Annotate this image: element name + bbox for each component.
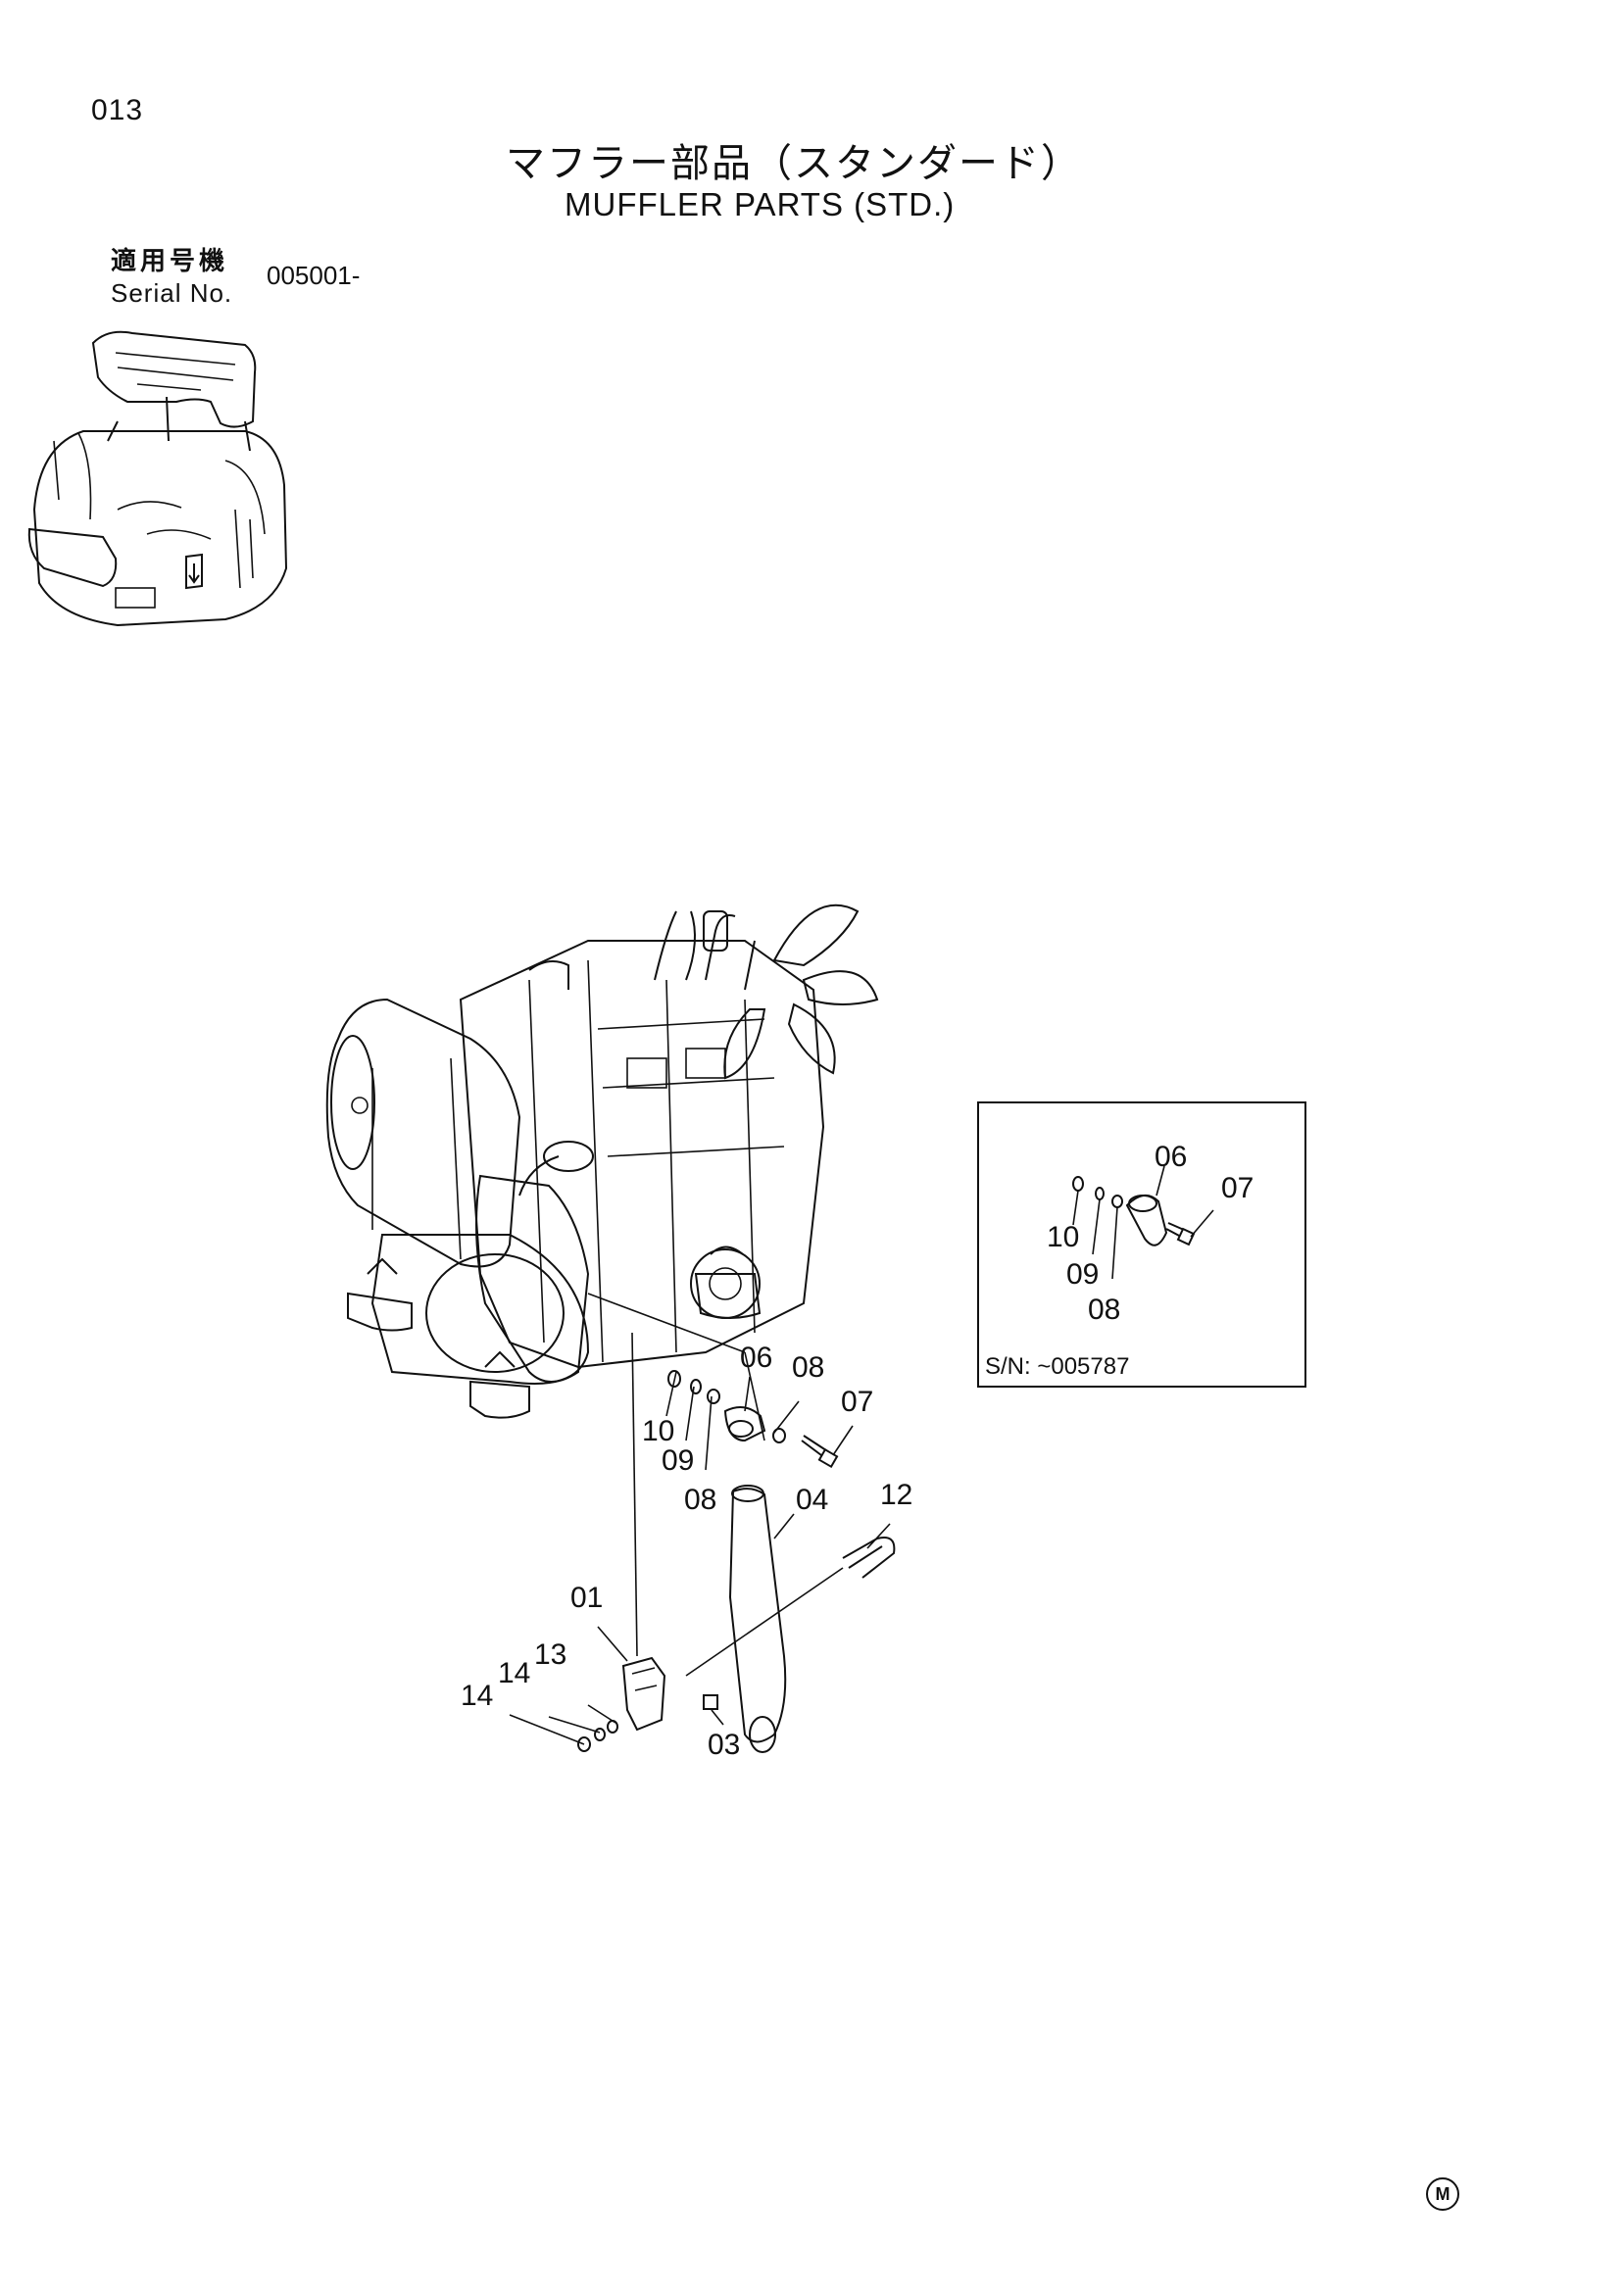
page-number: 013	[91, 94, 144, 126]
callout-07: 07	[841, 1386, 873, 1418]
inset-callout-10: 10	[1047, 1221, 1079, 1253]
inset-callout-08: 08	[1088, 1294, 1120, 1326]
serial-label-english: Serial No.	[111, 278, 233, 308]
page-title-english: MUFFLER PARTS (STD.)	[565, 186, 956, 222]
serial-label-japanese: 適用号機	[111, 247, 229, 276]
serial-number-value: 005001-	[267, 261, 361, 290]
callout-12: 12	[880, 1479, 912, 1511]
callout-13: 13	[534, 1638, 566, 1671]
inset-serial-label: S/N: ~005787	[985, 1353, 1129, 1380]
excavator-thumbnail-icon	[27, 330, 288, 627]
callout-10: 10	[642, 1415, 674, 1447]
callout-08: 08	[684, 1484, 716, 1516]
page-title-japanese: マフラー部品（スタンダード）	[506, 141, 1082, 186]
callout-14-lower: 14	[461, 1680, 493, 1712]
callout-06: 06	[740, 1342, 772, 1374]
engine-illustration-icon	[325, 904, 879, 1419]
callout-09: 09	[662, 1444, 694, 1477]
callout-14-upper: 14	[498, 1657, 530, 1689]
callout-03: 03	[708, 1729, 740, 1761]
inset-callout-09: 09	[1066, 1258, 1099, 1291]
inset-callout-07: 07	[1221, 1172, 1254, 1204]
inset-callout-06: 06	[1155, 1141, 1187, 1173]
inset-detail-box	[977, 1101, 1306, 1388]
manufacturer-mark-icon: M	[1426, 2177, 1459, 2211]
callout-08-washer: 08	[792, 1351, 824, 1384]
callout-04: 04	[796, 1484, 828, 1516]
inset-clamp-icon	[1072, 1165, 1214, 1280]
muffler-exploded-parts-icon	[509, 1293, 896, 1753]
callout-01: 01	[570, 1582, 603, 1614]
